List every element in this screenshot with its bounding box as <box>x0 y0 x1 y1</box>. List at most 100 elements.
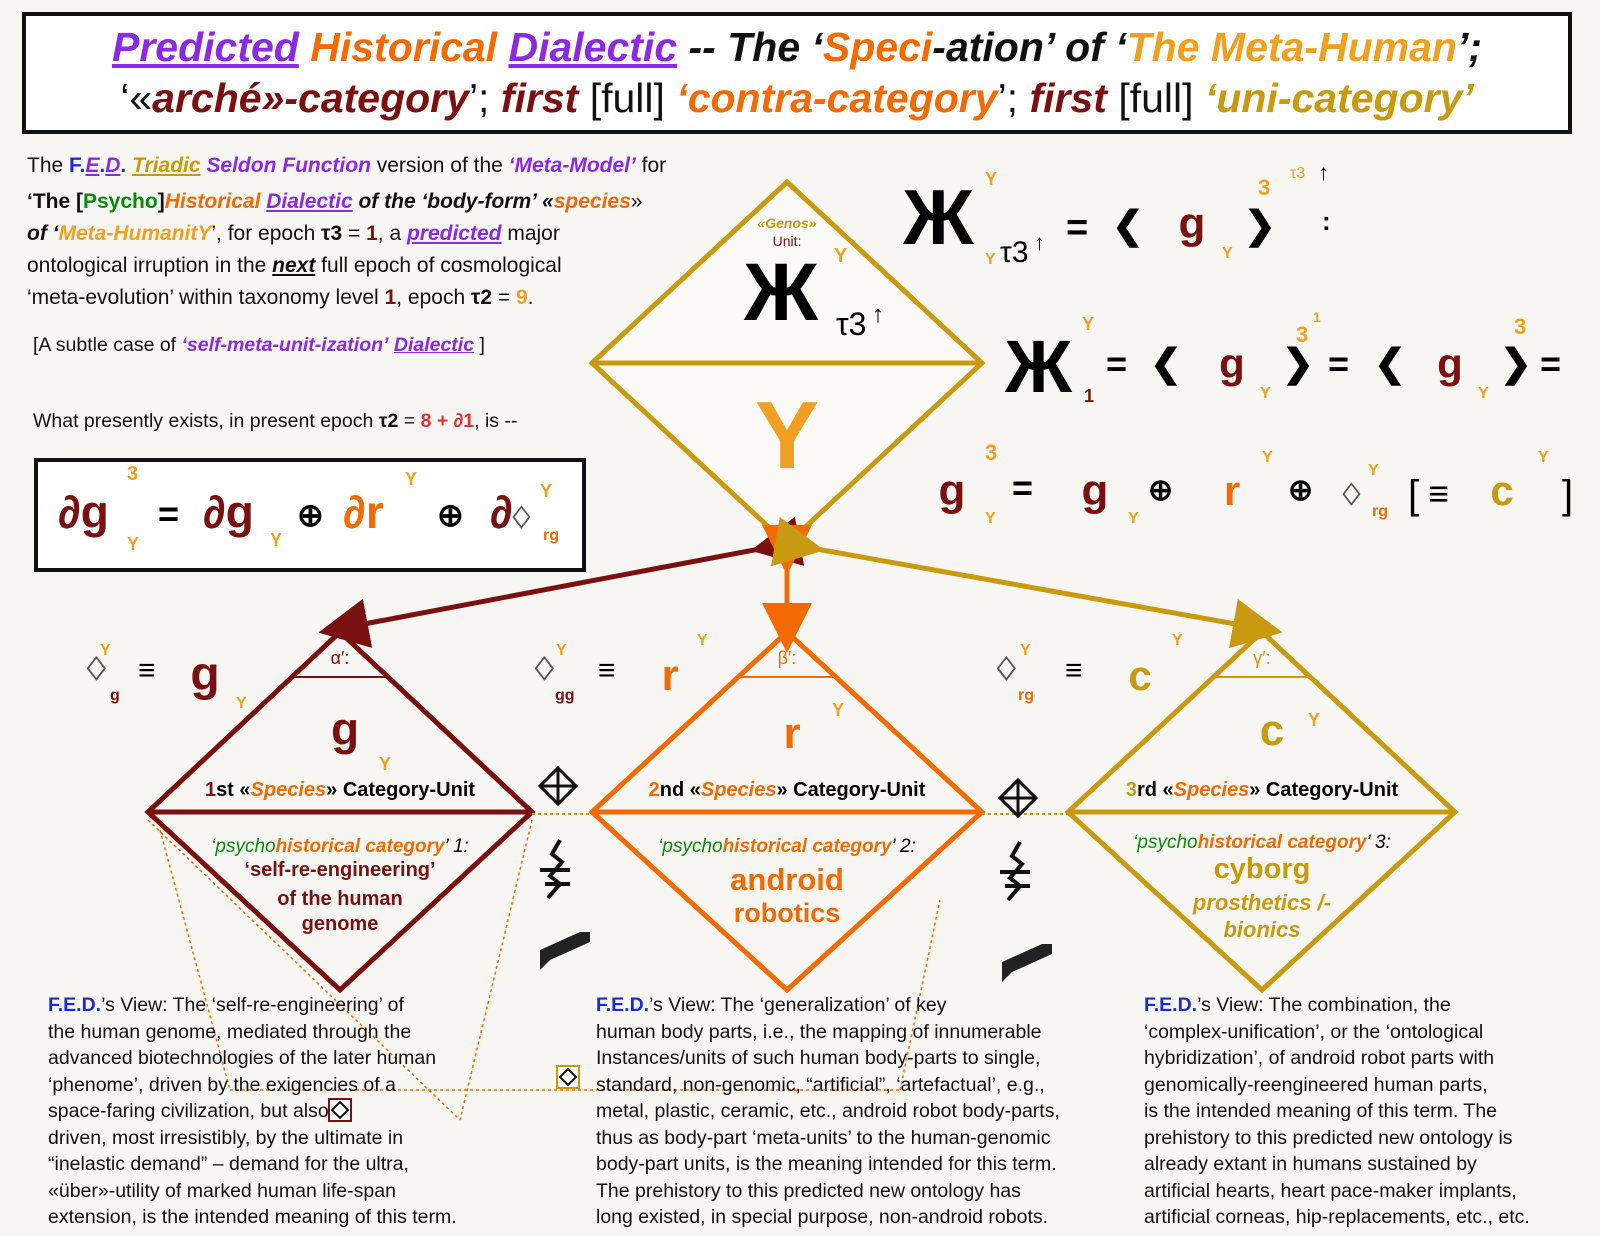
svg-text:rg: rg <box>1018 687 1034 704</box>
plus-operator-2 <box>997 777 1039 819</box>
intro-historical: Historical <box>164 190 261 213</box>
svg-text:τ3: τ3 <box>1000 236 1029 269</box>
title-full2: [full] <box>1106 75 1205 121</box>
view-1-line: «über»-utility of marked human life-span <box>48 1179 396 1202</box>
intro-triadic: Triadic <box>132 154 201 177</box>
intro-seldon: Seldon Function <box>200 154 371 177</box>
svg-text:♢: ♢ <box>508 502 535 535</box>
svg-text:=: = <box>1012 467 1033 508</box>
svg-text:∂r: ∂r <box>343 486 384 538</box>
intro-line-7: What presently exists, in present epoch … <box>33 410 517 433</box>
svg-text:Y: Y <box>832 700 844 720</box>
alpha-content: α′: g Y 1st «Species» Category-Unit ‘psy… <box>205 648 475 935</box>
intro-level: 1 <box>384 286 397 309</box>
view-1-line: the human genome, mediated through the <box>48 1020 412 1043</box>
beta-content: β′: r Y 2nd «Species» Category-Unit ‘psy… <box>649 648 926 928</box>
title-metahuman: The Meta-Human <box>1126 24 1457 70</box>
beta-diamond <box>588 628 986 994</box>
gamma-content: γ′: c Y 3rd «Species» Category-Unit ‘psy… <box>1126 648 1399 942</box>
view-1-line: space-faring civilization, but also <box>48 1100 329 1122</box>
intro-metahumanity: Meta-HumanitY <box>58 222 212 245</box>
intro-line-6: [A subtle case of ‘self-meta-unit-izatio… <box>33 334 485 357</box>
equiv-rg: ♢ rg Y ≡ c Y <box>992 632 1183 704</box>
svg-text:=: = <box>1328 343 1349 384</box>
intro-text: ‘meta-evolution’ within taxonomy level <box>27 286 385 309</box>
genos-tau: τ3 <box>836 306 866 342</box>
intro-text: The <box>27 154 70 177</box>
unit-label: Unit: <box>773 233 802 249</box>
svg-text:Ж: Ж <box>902 173 974 261</box>
right-equation-1: Ж Y Y τ3 ↑ = ❮ g Y ❯ 3 τ3 ↑ : <box>902 160 1331 269</box>
svg-text:g: g <box>939 466 966 515</box>
svg-text:↑: ↑ <box>1034 230 1045 255</box>
glyph-mark-2 <box>1000 841 1030 902</box>
small-plus-1 <box>328 1098 352 1122</box>
view-2: F.E.D.’s View: The ‘generalization’ of k… <box>596 992 1060 1231</box>
right-equation-3: g 3 Y = g Y ⊕ r Y ⊕ ♢ Y rg [ ≡ c Y ] <box>939 440 1574 527</box>
intro-metamodel: ‘Meta-Model’ <box>508 154 636 177</box>
title-q3: ’; <box>997 75 1030 121</box>
intro-text: = <box>398 410 421 432</box>
title-line-1: Predicted Historical Dialectic -- The ‘S… <box>26 22 1568 72</box>
view-1-line: advanced biotechnologies of the later hu… <box>48 1047 437 1069</box>
title-speci: Speci <box>822 24 933 70</box>
svg-text:‘psychohistorical category’ 3:: ‘psychohistorical category’ 3: <box>1133 832 1391 853</box>
intro-tau3: τ3 <box>321 222 343 245</box>
svg-text:c: c <box>1260 706 1284 755</box>
svg-text:∂g: ∂g <box>203 486 254 538</box>
svg-text:Y: Y <box>697 632 708 649</box>
svg-text:⊕: ⊕ <box>437 497 464 533</box>
glyph-mark-1 <box>540 839 570 900</box>
svg-text:c: c <box>1128 652 1151 699</box>
title-uni: ‘uni-category’ <box>1204 75 1474 121</box>
dotted-connector-4 <box>459 819 533 1121</box>
genos-zhe-y: Y <box>834 245 848 267</box>
svg-text:1st «Species» Category-Unit: 1st «Species» Category-Unit <box>205 779 475 801</box>
view-3-line: artificial hearts, heart pace-maker impl… <box>1144 1179 1517 1202</box>
intro-line-4: ontological irruption in the next full e… <box>27 250 562 282</box>
svg-text:r: r <box>783 709 800 758</box>
svg-text:‘psychohistorical category’ 1:: ‘psychohistorical category’ 1: <box>211 836 469 857</box>
intro-line-3: of ‘Meta-HumanitY’, for epoch τ3 = 1, a … <box>27 218 560 250</box>
intro-text: for <box>635 154 667 177</box>
svg-text:Y: Y <box>1260 385 1271 402</box>
view-2-line: body-part units, is the meaning intended… <box>596 1153 1057 1175</box>
svg-text:Y: Y <box>270 530 282 550</box>
intro-predicted: predicted <box>406 222 502 245</box>
intro-text: ] <box>157 190 165 213</box>
svg-text:rg: rg <box>543 527 559 544</box>
intro-dialectic: Dialectic <box>266 190 353 213</box>
svg-text:r: r <box>1224 467 1240 514</box>
svg-text:3: 3 <box>1296 322 1308 347</box>
svg-text:⊕: ⊕ <box>1288 474 1313 507</box>
svg-text:rg: rg <box>1372 503 1388 520</box>
svg-text:⊕: ⊕ <box>297 497 324 533</box>
intro-text: full epoch of cosmological <box>315 254 562 277</box>
svg-text:g: g <box>1082 466 1109 515</box>
svg-text:α′:: α′: <box>331 648 350 668</box>
view-1: F.E.D.’s View: The ‘self-re-engineering’… <box>48 992 457 1231</box>
view-2-line: Instances/units of such human body-parts… <box>596 1047 1041 1069</box>
svg-text:≡: ≡ <box>138 654 156 687</box>
svg-text:‘self-re-engineering’: ‘self-re-engineering’ <box>244 859 435 881</box>
view-2-line: The prehistory to this predicted new ont… <box>596 1179 1021 1202</box>
title-cat: »-category <box>261 75 469 121</box>
svg-text:Y: Y <box>1082 314 1094 334</box>
fed-f: F <box>69 154 80 177</box>
view-1-line: extension, is the intended meaning of th… <box>48 1206 457 1228</box>
title-dialectic: Dialectic <box>508 24 678 70</box>
svg-text:❮: ❮ <box>1374 343 1406 386</box>
view-3-line: already extant in humans sustained by <box>1144 1153 1477 1175</box>
intro-text: major <box>501 222 560 245</box>
svg-text:τ3: τ3 <box>1290 165 1305 182</box>
svg-text:≡: ≡ <box>1065 654 1083 687</box>
view-1-lead: ’s View: The ‘self-re-engineering’ of <box>101 994 404 1016</box>
svg-text:❯: ❯ <box>1244 205 1276 248</box>
svg-text:Y: Y <box>985 510 996 527</box>
svg-text:g: g <box>1437 340 1463 387</box>
genos-big-y: Y <box>755 382 819 489</box>
view-3: F.E.D.’s View: The combination, the ‘com… <box>1144 992 1530 1231</box>
glyph-hook-1 <box>540 932 590 970</box>
svg-text:❯: ❯ <box>1282 343 1314 386</box>
